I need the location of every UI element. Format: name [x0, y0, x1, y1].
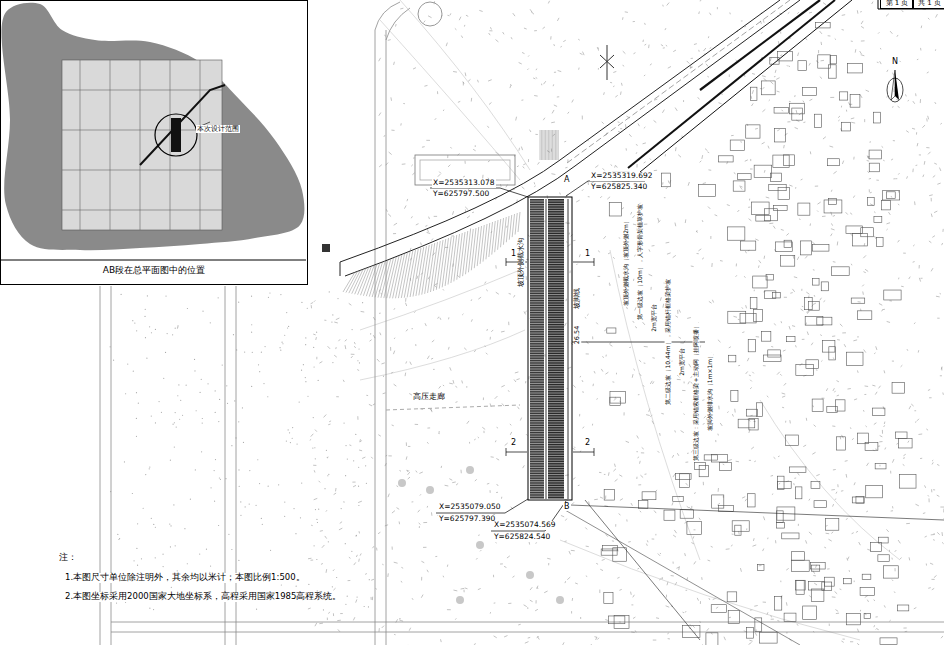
title-block-cell: 第 1 页 [880, 0, 914, 9]
dimension: 26.54 [574, 325, 581, 346]
area-label: 高压走廊 [412, 392, 446, 401]
point-label: B [563, 502, 571, 511]
section-mark: 1 [510, 249, 517, 258]
coordinate: X=2535074.569 [493, 521, 557, 530]
section-mark: 1 [584, 249, 591, 258]
north-arrow [887, 70, 903, 102]
coordinate: X=2535079.050 [438, 503, 502, 512]
page-number: 第 1 页 [881, 0, 913, 8]
coordinate: Y=625797.390 [438, 515, 496, 524]
slope-note: 坡脚外侧排水沟（1m×1m） [707, 352, 714, 432]
buildings [565, 22, 944, 645]
coordinate: Y=625825.340 [590, 183, 648, 192]
contour-lines [360, 0, 900, 640]
slope-note: 坡顶外侧截水沟（坡顶外侧2m） [623, 217, 630, 307]
north-label: N [891, 57, 899, 66]
coordinate: X=2535313.078 [432, 179, 496, 188]
point-label: A [563, 175, 570, 184]
symbols [386, 2, 614, 604]
slope-note: 第三级边坡：采用锚索框格梁+主动网（挂网喷播） [693, 322, 700, 461]
inset-map [0, 0, 306, 285]
note: 2.本图坐标采用2000国家大地坐标系，高程采用国家1985高程系统。 [64, 592, 342, 602]
note-heading: 注： [58, 553, 78, 563]
coordinate-leaders [430, 181, 645, 531]
slope-hatching [343, 130, 558, 298]
inset-frame: AB段在总平面图中的位置 [0, 0, 308, 285]
slope-note: 2m宽平台 [651, 303, 658, 333]
slope-note: 2m宽平台 [679, 347, 686, 377]
page-number: 共 1 页 [913, 0, 944, 8]
slope-label: 坡脚线 [574, 287, 581, 310]
slope-protection-band [528, 197, 705, 500]
coordinate: X=2535319.692 [590, 172, 654, 181]
section-mark: 2 [510, 438, 517, 447]
roads [322, 0, 852, 276]
inset-caption: AB段在总平面图中的位置 [1, 264, 307, 277]
note: 1.本图尺寸单位除注明外，其余均以米计；本图比例1:500。 [64, 573, 306, 583]
slope-note: 第一级边坡（10m），人字形骨架植草护坡 [637, 203, 644, 320]
coordinate: Y=625824.540 [493, 533, 551, 542]
slope-note: 第二级边坡（10.44m），采用锚杆框格梁护坡 [665, 278, 672, 405]
section-mark: 2 [584, 438, 591, 447]
slope-label: 坡顶外侧截水沟 [518, 237, 525, 288]
callout-text: 本次设计范围 [196, 125, 240, 133]
coordinate: Y=625797.500 [432, 190, 490, 199]
title-block-cell: 共 1 页 [912, 0, 944, 9]
